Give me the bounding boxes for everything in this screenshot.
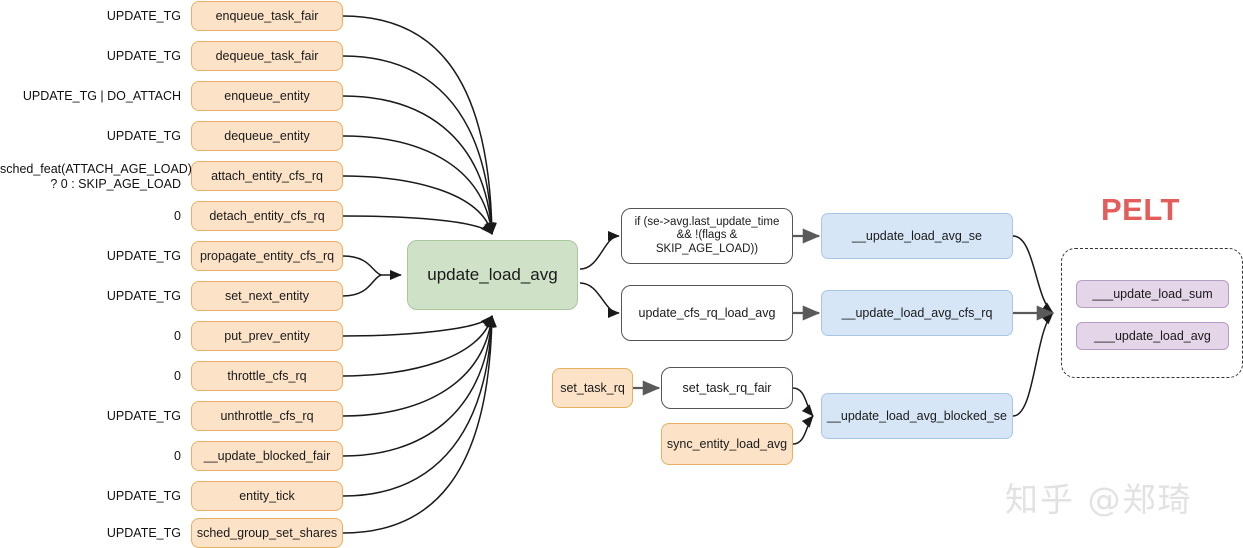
- caller-node-attach-entity-cfs-rq[interactable]: attach_entity_cfs_rq: [191, 161, 343, 191]
- caller-flag-5: 0: [174, 209, 181, 223]
- caller-node-dequeue-entity[interactable]: dequeue_entity: [191, 121, 343, 151]
- caller-node-put-prev-entity[interactable]: put_prev_entity: [191, 321, 343, 351]
- caller-node-enqueue-entity[interactable]: enqueue_entity: [191, 81, 343, 111]
- condition-node-skip-age-load[interactable]: if (se->avg.last_update_time && !(flags …: [621, 208, 793, 264]
- node-update-cfs-rq-load-avg[interactable]: update_cfs_rq_load_avg: [621, 285, 793, 341]
- caller-node-dequeue-task-fair[interactable]: dequeue_task_fair: [191, 41, 343, 71]
- caller-node-set-next-entity[interactable]: set_next_entity: [191, 281, 343, 311]
- node-update-load-avg-blocked-se[interactable]: __update_load_avg_blocked_se: [821, 393, 1013, 439]
- caller-flag-4: sched_feat(ATTACH_AGE_LOAD) ? 0 : SKIP_A…: [0, 162, 192, 191]
- caller-flag-8: 0: [174, 329, 181, 343]
- caller-node-propagate-entity-cfs-rq[interactable]: propagate_entity_cfs_rq: [191, 241, 343, 271]
- node-set-task-rq-fair[interactable]: set_task_rq_fair: [661, 367, 793, 409]
- caller-flag-13: UPDATE_TG: [106, 526, 181, 540]
- node-update-load-sum[interactable]: ___update_load_sum: [1076, 280, 1229, 308]
- node-set-task-rq[interactable]: set_task_rq: [552, 368, 633, 408]
- caller-flag-6: UPDATE_TG: [106, 249, 181, 263]
- caller-node-enqueue-task-fair[interactable]: enqueue_task_fair: [191, 1, 343, 31]
- caller-flag-7: UPDATE_TG: [106, 289, 181, 303]
- caller-node-sched-group-set-shares[interactable]: sched_group_set_shares: [191, 518, 343, 548]
- caller-flag-1: UPDATE_TG: [106, 49, 181, 63]
- caller-flag-3: UPDATE_TG: [106, 129, 181, 143]
- caller-node-update-blocked-fair[interactable]: __update_blocked_fair: [191, 441, 343, 471]
- caller-flag-2: UPDATE_TG | DO_ATTACH: [22, 89, 181, 103]
- center-node-update-load-avg[interactable]: update_load_avg: [407, 240, 578, 310]
- pelt-title: PELT: [1101, 192, 1180, 227]
- node-sync-entity-load-avg[interactable]: sync_entity_load_avg: [661, 423, 793, 465]
- caller-flag-9: 0: [174, 369, 181, 383]
- node-update-load-avg-core[interactable]: ___update_load_avg: [1076, 322, 1229, 350]
- caller-flag-12: UPDATE_TG: [106, 489, 181, 503]
- node-update-load-avg-se[interactable]: __update_load_avg_se: [821, 213, 1013, 259]
- caller-node-unthrottle-cfs-rq[interactable]: unthrottle_cfs_rq: [191, 401, 343, 431]
- caller-flag-11: 0: [174, 449, 181, 463]
- pelt-group-container: [1061, 248, 1243, 378]
- caller-node-detach-entity-cfs-rq[interactable]: detach_entity_cfs_rq: [191, 201, 343, 231]
- caller-node-entity-tick[interactable]: entity_tick: [191, 481, 343, 511]
- caller-flag-0: UPDATE_TG: [106, 9, 181, 23]
- caller-node-throttle-cfs-rq[interactable]: throttle_cfs_rq: [191, 361, 343, 391]
- node-update-load-avg-cfs-rq[interactable]: __update_load_avg_cfs_rq: [821, 290, 1013, 336]
- caller-flag-10: UPDATE_TG: [106, 409, 181, 423]
- watermark: 知乎 @郑琦: [1005, 480, 1193, 519]
